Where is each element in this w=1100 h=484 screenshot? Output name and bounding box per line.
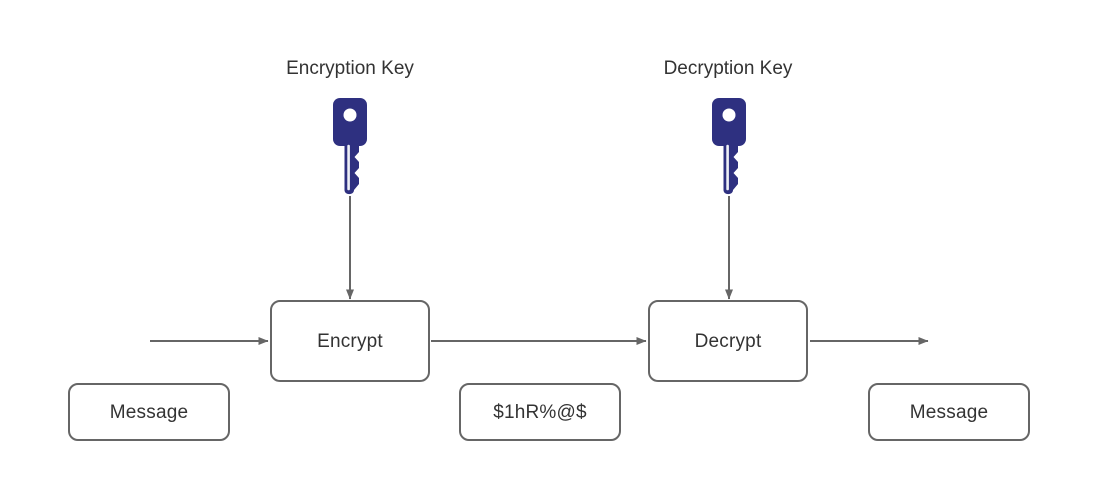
encrypt-node: Encrypt [270, 300, 430, 382]
decrypt-node: Decrypt [648, 300, 808, 382]
key-icon [712, 98, 746, 195]
ciphertext-node: $1hR%@$ [459, 383, 621, 441]
encryption-key-label: Encryption Key [286, 58, 414, 79]
output-message-node: Message [868, 383, 1030, 441]
key-icon [333, 98, 367, 195]
input-message-node: Message [68, 383, 230, 441]
decryption-key-label: Decryption Key [663, 58, 793, 79]
